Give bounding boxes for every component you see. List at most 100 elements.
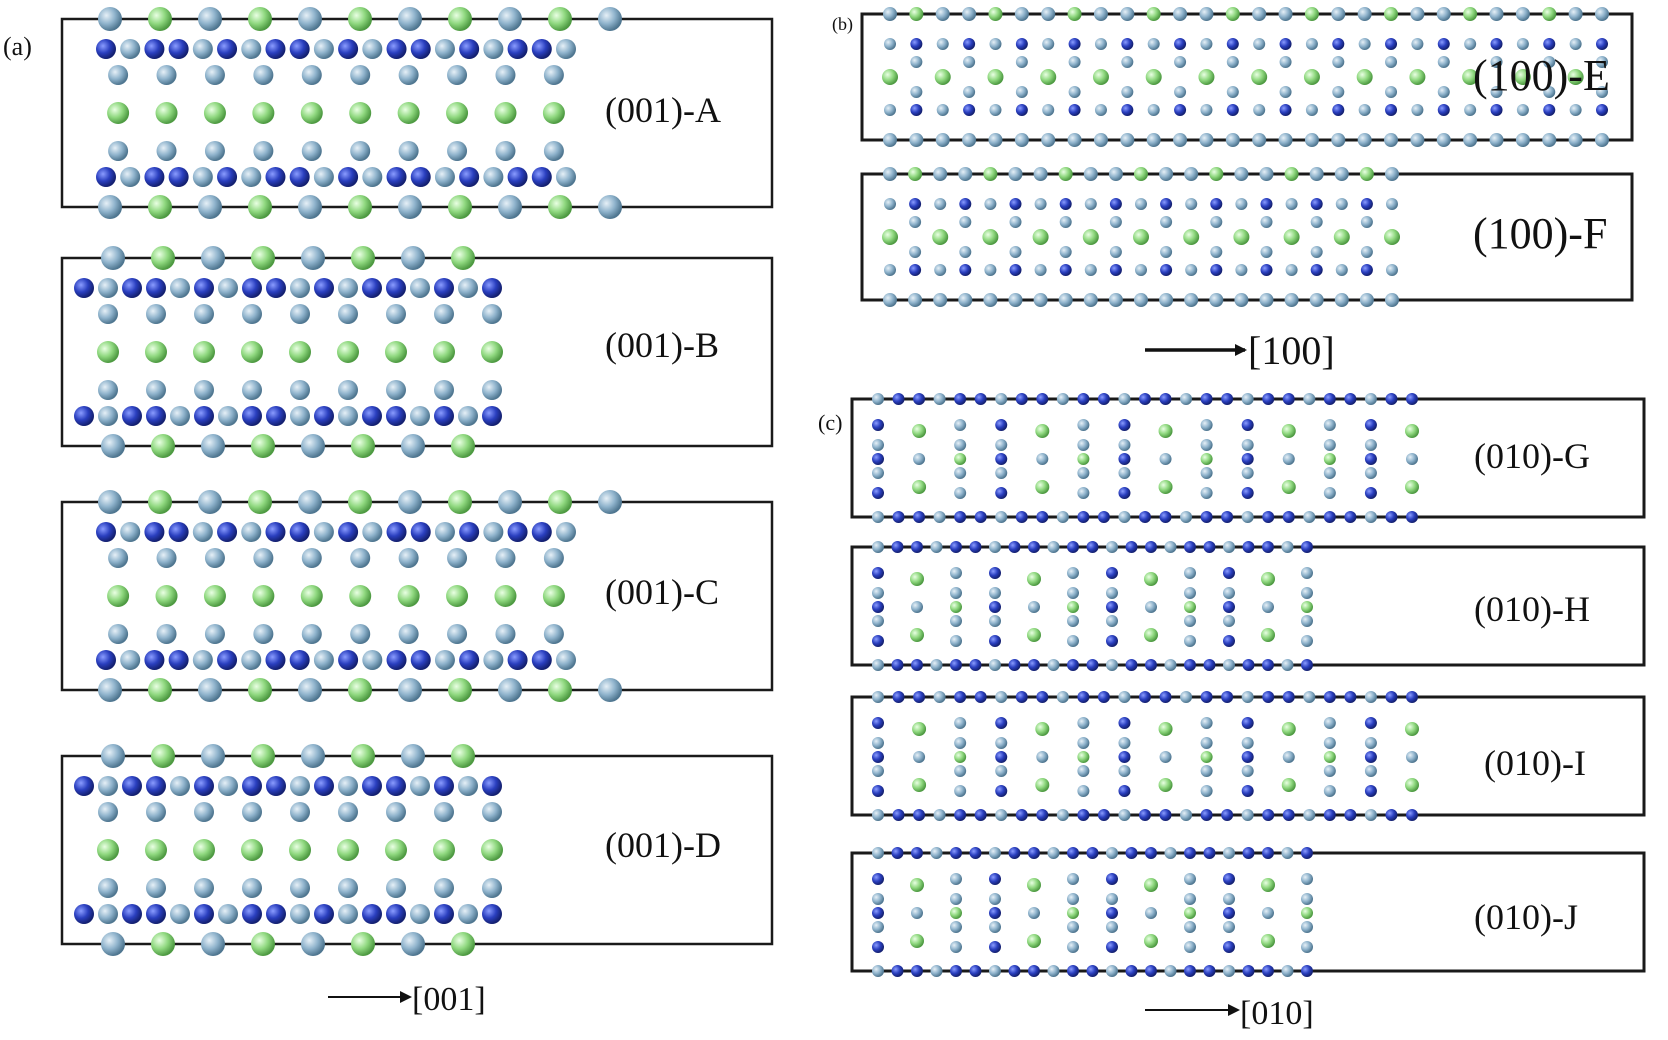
light-blue-atom bbox=[120, 39, 141, 59]
dark-blue-atom bbox=[974, 691, 987, 703]
light-blue-atom bbox=[218, 776, 238, 796]
light-blue-atom bbox=[1385, 56, 1398, 68]
dark-blue-atom bbox=[872, 419, 884, 431]
light-blue-atom bbox=[242, 380, 262, 400]
light-blue-atom bbox=[410, 904, 430, 924]
light-blue-atom bbox=[313, 39, 334, 59]
green-atom bbox=[1144, 878, 1158, 892]
green-atom bbox=[300, 585, 323, 607]
light-blue-atom bbox=[498, 490, 522, 514]
slab-001-B: (001)-B bbox=[60, 246, 774, 458]
green-atom bbox=[912, 480, 927, 494]
light-blue-atom bbox=[482, 380, 502, 400]
light-blue-atom bbox=[1067, 941, 1079, 953]
dark-blue-atom bbox=[989, 601, 1001, 613]
dark-blue-atom bbox=[146, 776, 166, 796]
dark-blue-atom bbox=[1262, 809, 1275, 821]
light-blue-atom bbox=[933, 293, 948, 307]
dark-blue-atom bbox=[1145, 659, 1157, 671]
light-blue-atom bbox=[1223, 615, 1235, 627]
light-blue-atom bbox=[495, 65, 516, 85]
light-blue-atom bbox=[872, 809, 884, 821]
green-atom bbox=[1323, 751, 1336, 763]
dark-blue-atom bbox=[1015, 104, 1028, 116]
green-atom bbox=[910, 878, 924, 892]
light-blue-atom bbox=[398, 490, 422, 514]
dark-blue-atom bbox=[1543, 38, 1556, 50]
dark-blue-atom bbox=[507, 39, 528, 59]
light-blue-atom bbox=[192, 39, 213, 59]
dark-blue-atom bbox=[1385, 104, 1398, 116]
light-blue-atom bbox=[1223, 659, 1235, 671]
dark-blue-atom bbox=[1385, 691, 1398, 703]
light-blue-atom bbox=[1173, 133, 1188, 147]
light-blue-atom bbox=[950, 635, 962, 647]
green-atom bbox=[1283, 229, 1300, 245]
light-blue-atom bbox=[1364, 691, 1377, 703]
dark-blue-atom bbox=[1301, 659, 1313, 671]
light-blue-atom bbox=[298, 7, 322, 31]
dark-blue-atom bbox=[1279, 38, 1292, 50]
dark-blue-atom bbox=[122, 904, 142, 924]
light-blue-atom bbox=[872, 615, 884, 627]
light-blue-atom bbox=[1077, 487, 1090, 499]
dark-blue-atom bbox=[995, 717, 1008, 729]
light-blue-atom bbox=[1406, 453, 1418, 465]
dark-blue-atom bbox=[266, 406, 286, 426]
light-blue-atom bbox=[204, 65, 225, 85]
light-blue-atom bbox=[1463, 133, 1478, 147]
light-blue-atom bbox=[301, 246, 325, 270]
light-blue-atom bbox=[482, 802, 502, 822]
dark-blue-atom bbox=[1118, 717, 1131, 729]
dark-blue-atom bbox=[1242, 965, 1255, 977]
light-blue-atom bbox=[954, 785, 967, 797]
dark-blue-atom bbox=[969, 847, 982, 859]
green-atom bbox=[448, 7, 472, 31]
dark-blue-atom bbox=[266, 278, 286, 298]
green-atom bbox=[1323, 453, 1336, 465]
light-blue-atom bbox=[1199, 133, 1214, 147]
light-blue-atom bbox=[1385, 167, 1399, 181]
light-blue-atom bbox=[301, 141, 322, 161]
green-atom bbox=[954, 453, 967, 465]
light-blue-atom bbox=[98, 406, 118, 426]
light-blue-atom bbox=[1041, 133, 1056, 147]
light-blue-atom bbox=[935, 7, 950, 21]
light-blue-atom bbox=[1036, 751, 1049, 763]
light-blue-atom bbox=[338, 304, 358, 324]
light-blue-atom bbox=[1014, 7, 1029, 21]
dark-blue-atom bbox=[1086, 847, 1099, 859]
light-blue-atom bbox=[1364, 439, 1377, 451]
green-atom bbox=[494, 102, 517, 124]
light-blue-atom bbox=[1042, 104, 1055, 116]
green-atom bbox=[193, 341, 215, 363]
dark-blue-atom bbox=[1125, 541, 1138, 553]
light-blue-atom bbox=[1094, 104, 1107, 116]
dark-blue-atom bbox=[1241, 487, 1254, 499]
light-blue-atom bbox=[1241, 511, 1254, 523]
dark-blue-atom bbox=[410, 650, 431, 670]
slab-001-C: (001)-C bbox=[60, 490, 774, 702]
dark-blue-atom bbox=[963, 104, 976, 116]
light-blue-atom bbox=[1223, 965, 1235, 977]
light-blue-atom bbox=[241, 167, 262, 187]
dark-blue-atom bbox=[1364, 717, 1377, 729]
light-blue-atom bbox=[1083, 293, 1098, 307]
dark-blue-atom bbox=[995, 453, 1008, 465]
green-atom bbox=[251, 246, 275, 270]
dark-blue-atom bbox=[1174, 38, 1187, 50]
light-blue-atom bbox=[1121, 86, 1134, 98]
dark-blue-atom bbox=[1221, 809, 1234, 821]
light-blue-atom bbox=[1241, 737, 1254, 749]
dark-blue-atom bbox=[1262, 847, 1274, 859]
light-blue-atom bbox=[883, 7, 897, 21]
light-blue-atom bbox=[98, 802, 118, 822]
green-atom bbox=[289, 341, 311, 363]
light-blue-atom bbox=[192, 522, 213, 542]
green-atom bbox=[248, 195, 272, 219]
light-blue-atom bbox=[1515, 7, 1530, 21]
dark-blue-atom bbox=[1310, 198, 1323, 210]
light-blue-atom bbox=[108, 141, 129, 161]
dark-blue-atom bbox=[950, 965, 962, 977]
light-blue-atom bbox=[1334, 167, 1349, 181]
